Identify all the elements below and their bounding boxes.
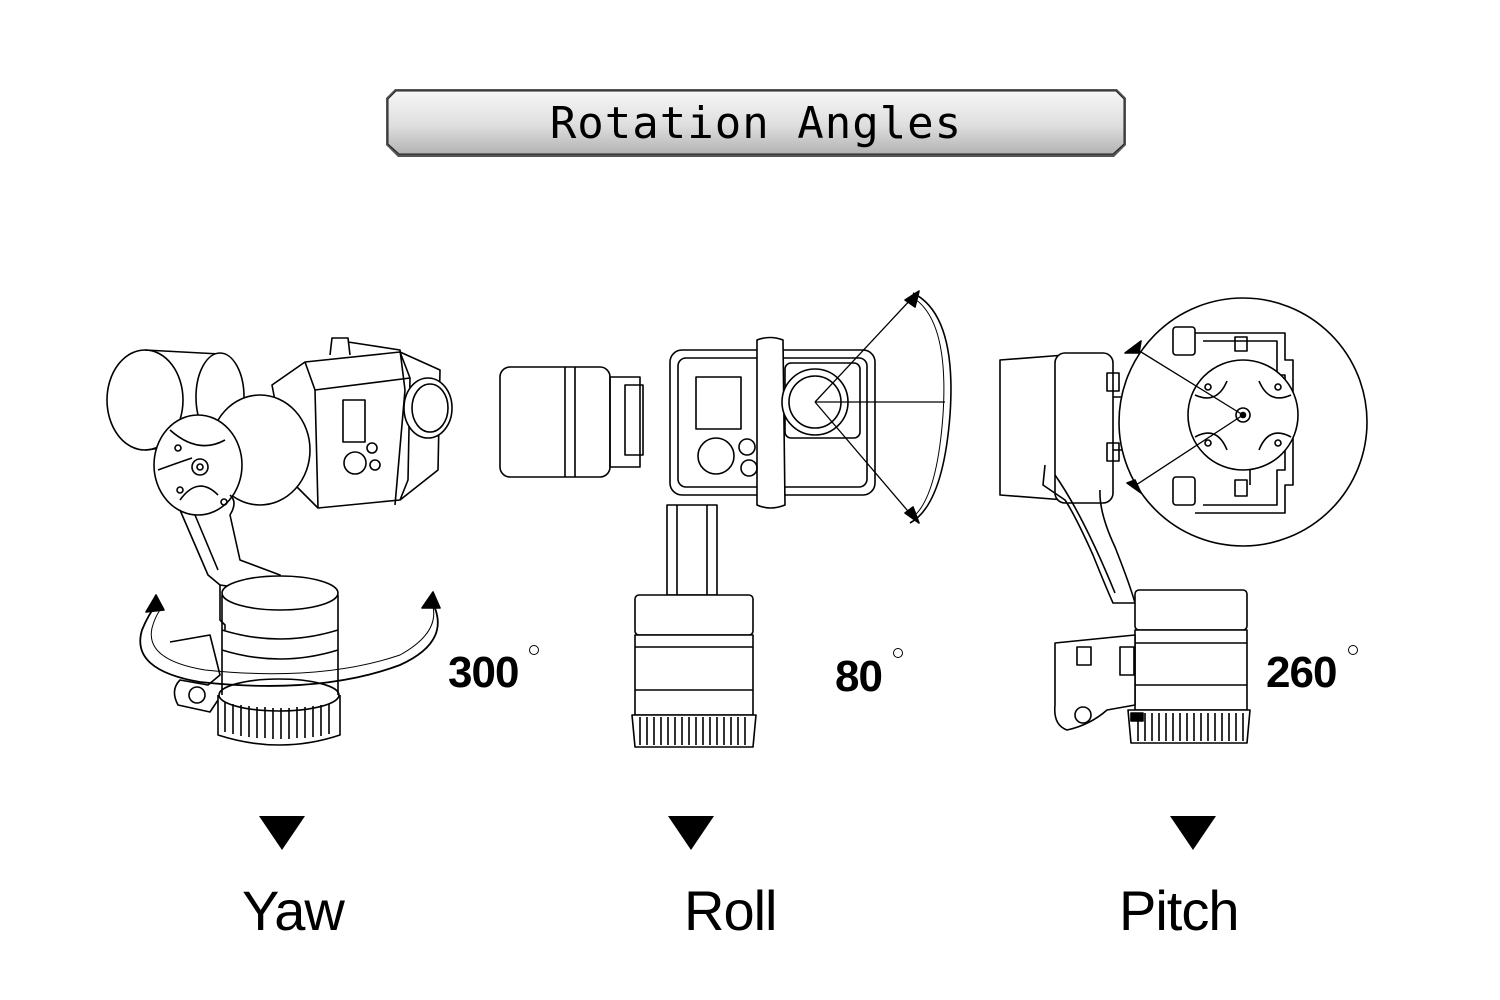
roll-gimbal-drawing <box>495 285 955 750</box>
roll-motor <box>500 367 643 477</box>
yaw-degree-icon <box>529 645 539 655</box>
pitch-detail-circle <box>1119 298 1367 546</box>
yaw-pitch-motor <box>154 395 310 592</box>
pitch-down-triangle-icon <box>1170 816 1216 850</box>
yaw-handle <box>170 576 340 745</box>
roll-camera-cage <box>670 338 875 509</box>
yaw-down-triangle-icon <box>259 816 305 850</box>
yaw-rotation-arrow-icon <box>140 592 440 686</box>
yaw-angle-value: 300 <box>448 648 519 697</box>
yaw-label: Yaw <box>242 879 345 942</box>
banner-frame <box>386 89 1126 157</box>
pitch-rotation-arrow-icon <box>1125 341 1243 493</box>
pitch-gimbal-drawing <box>995 285 1375 750</box>
roll-handle <box>632 505 756 747</box>
yaw-camera-cage <box>272 338 452 508</box>
roll-label: Roll <box>684 879 777 942</box>
pitch-arm <box>1043 465 1135 603</box>
pitch-motor <box>1000 353 1187 503</box>
yaw-gimbal-drawing <box>100 330 460 750</box>
page-title: Rotation Angles <box>549 97 963 149</box>
pitch-angle-value: 260 <box>1266 648 1337 697</box>
roll-down-triangle-icon <box>668 816 714 850</box>
roll-degree-icon <box>893 648 903 658</box>
pitch-handle <box>1055 590 1250 743</box>
pitch-degree-icon <box>1348 645 1358 655</box>
title-banner: Rotation Angles <box>385 88 1127 158</box>
roll-angle-value: 80 <box>835 652 883 701</box>
pitch-label: Pitch <box>1119 879 1239 942</box>
roll-rotation-arrow-icon <box>815 291 951 523</box>
